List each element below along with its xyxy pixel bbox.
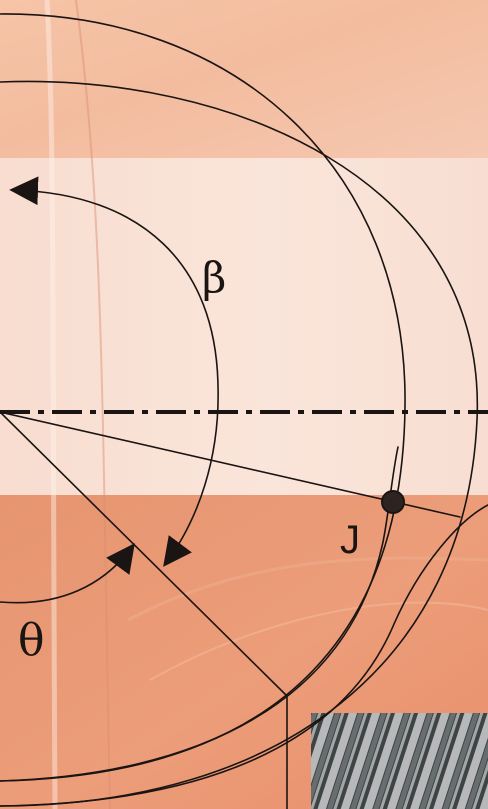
j-label: J xyxy=(340,518,360,562)
theta-label: θ xyxy=(18,615,45,666)
middle-band xyxy=(0,158,488,495)
diagram-labels: β θ J xyxy=(18,253,360,666)
outer-large-arc xyxy=(0,80,478,807)
construction-lines xyxy=(0,13,488,809)
beta-label: β xyxy=(202,253,226,302)
lower-outer-arc xyxy=(0,504,488,807)
theta-arc-arrow xyxy=(0,543,135,604)
point-j xyxy=(381,490,405,514)
fiber-inset xyxy=(311,713,488,809)
top-band xyxy=(0,0,488,158)
beta-arc-arrow xyxy=(9,176,219,567)
